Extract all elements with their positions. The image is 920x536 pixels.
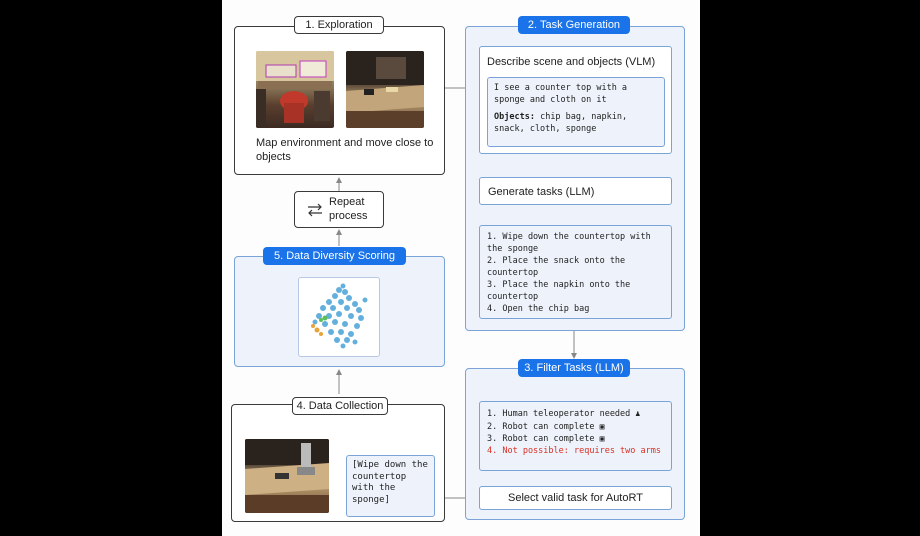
repeat-label: Repeat process bbox=[329, 196, 368, 222]
objects-line: Objects: chip bag, napkin, snack, cloth,… bbox=[494, 112, 658, 135]
autort-diagram: Map environment and move close to object… bbox=[222, 0, 700, 536]
select-valid-task-box: Select valid task for AutoRT bbox=[479, 486, 672, 510]
generated-task-list: 1. Wipe down the countertop with the spo… bbox=[479, 225, 672, 319]
filter-item-rejected: 4. Not possible: requires two arms bbox=[487, 445, 661, 456]
robot-icon: ▣ bbox=[599, 421, 605, 431]
generate-tasks-box: Generate tasks (LLM) bbox=[479, 177, 672, 205]
repeat-process-box: Repeat process bbox=[294, 191, 384, 228]
filter-item: 3. Robot can complete ▣ bbox=[487, 434, 605, 444]
vlm-output: I see a counter top with a sponge and cl… bbox=[487, 77, 665, 147]
filter-item: 2. Robot can complete ▣ bbox=[487, 421, 605, 432]
diversity-scatter-plot bbox=[298, 277, 380, 357]
objects-list: chip bag, napkin, snack, cloth, sponge bbox=[494, 112, 628, 134]
counter-scene-image bbox=[346, 51, 424, 128]
objects-key: Objects: bbox=[494, 112, 535, 122]
collection-photo bbox=[245, 439, 329, 513]
filter-results: 1. Human teleoperator needed ♟ 2. Robot … bbox=[479, 401, 672, 471]
task-item: 3. Place the napkin onto the countertop bbox=[487, 280, 631, 302]
embedding-scatter bbox=[311, 283, 368, 349]
diversity-panel bbox=[234, 256, 445, 367]
room-scene-image bbox=[256, 51, 334, 128]
diversity-title: 5. Data Diversity Scoring bbox=[263, 247, 406, 265]
collection-task-text: [Wipe down the countertop with the spong… bbox=[346, 455, 435, 517]
scene-description: I see a counter top with a sponge and cl… bbox=[494, 83, 628, 105]
exploration-caption: Map environment and move close to object… bbox=[256, 137, 434, 163]
task-generation-panel: Describe scene and objects (VLM) I see a… bbox=[465, 26, 685, 331]
collection-title: 4. Data Collection bbox=[292, 397, 388, 415]
exploration-panel: Map environment and move close to object… bbox=[234, 26, 445, 175]
robot-scene-image bbox=[245, 439, 329, 513]
filter-panel: 1. Human teleoperator needed ♟ 2. Robot … bbox=[465, 368, 685, 520]
exploration-photo-room bbox=[256, 51, 334, 128]
collection-panel: [Wipe down the countertop with the spong… bbox=[231, 404, 445, 522]
filter-item: 1. Human teleoperator needed ♟ bbox=[487, 409, 641, 419]
exploration-photo-counter bbox=[346, 51, 424, 128]
describe-scene-box: Describe scene and objects (VLM) I see a… bbox=[479, 46, 672, 154]
robot-icon: ▣ bbox=[599, 434, 605, 443]
person-icon: ♟ bbox=[635, 409, 641, 418]
task-item: 1. Wipe down the countertop with the spo… bbox=[487, 232, 651, 254]
describe-label: Describe scene and objects (VLM) bbox=[487, 56, 656, 68]
task-generation-title: 2. Task Generation bbox=[518, 16, 630, 34]
task-item: 2. Place the snack onto the countertop bbox=[487, 256, 626, 278]
task-item: 4. Open the chip bag bbox=[487, 304, 590, 314]
repeat-icon bbox=[308, 203, 322, 217]
exploration-title: 1. Exploration bbox=[294, 16, 384, 34]
filter-title: 3. Filter Tasks (LLM) bbox=[518, 359, 630, 377]
